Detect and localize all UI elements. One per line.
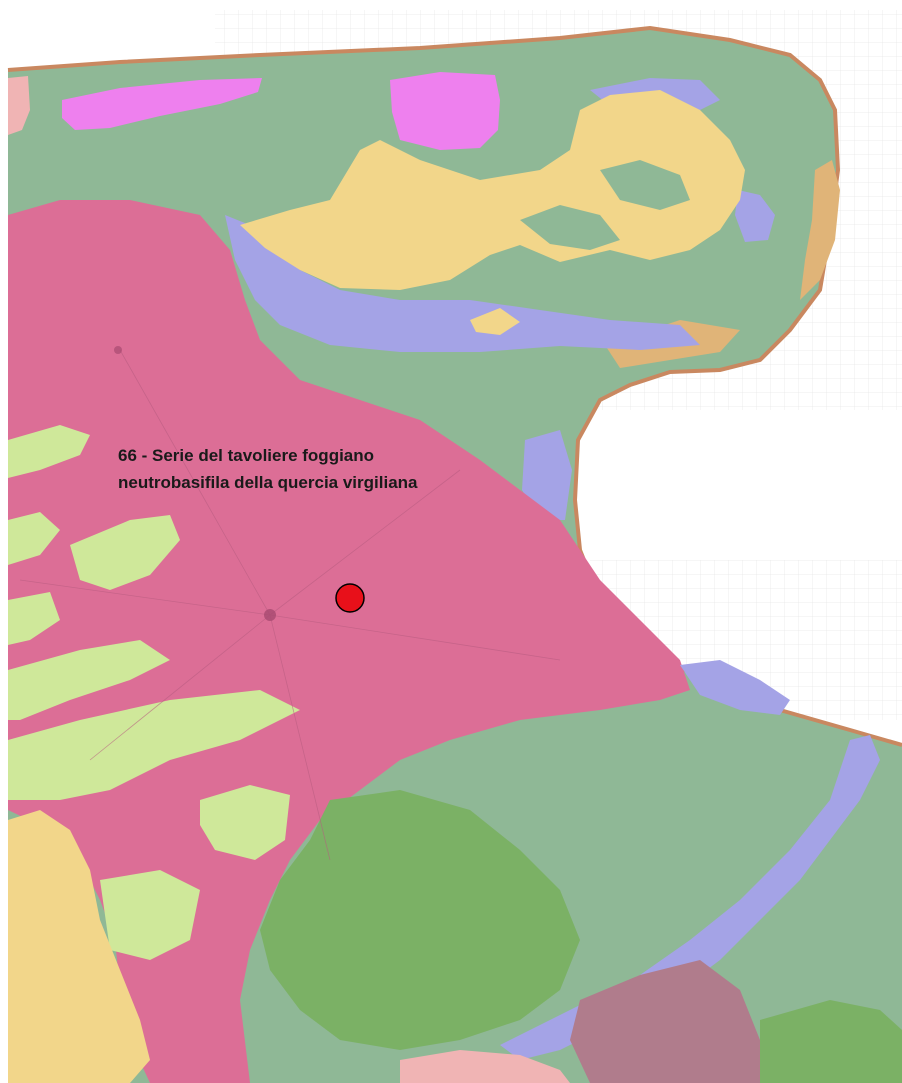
road-network — [19, 349, 561, 861]
magenta-patch-west — [62, 78, 262, 130]
salmon-corner-nw — [8, 76, 30, 135]
salmon-south — [400, 1050, 570, 1083]
mauve-southeast — [570, 960, 760, 1083]
lightgreen-finger-1 — [8, 425, 90, 478]
graygreen-island-gargano — [600, 160, 690, 210]
graygreen-island-gargano-2 — [520, 205, 620, 250]
label-line-2: neutrobasifila della quercia virgiliana — [118, 473, 418, 492]
town-marker-foggia — [264, 609, 276, 621]
vegetation-series-label: 66 - Serie del tavoliere foggiano neutro… — [118, 442, 417, 496]
lightgreen-patch-south — [200, 785, 290, 860]
green-corner-se — [760, 1000, 902, 1083]
town-marker-north — [114, 346, 122, 354]
yellow-strip-south — [470, 308, 520, 335]
lavender-patch-coast-south — [680, 660, 790, 715]
yellow-southwest — [8, 810, 150, 1083]
location-marker — [335, 583, 365, 613]
lightgreen-finger-2 — [8, 512, 60, 565]
lightgreen-finger-5 — [8, 640, 170, 720]
lightgreen-patch-southwest — [100, 870, 200, 960]
lavender-patch-gulf — [522, 430, 572, 520]
pink-tavoliere — [8, 200, 690, 1083]
lavender-band-gargano — [225, 215, 700, 352]
label-line-1: 66 - Serie del tavoliere foggiano — [118, 446, 375, 465]
lavender-river-east — [500, 735, 880, 1060]
coastal-strip-east — [800, 160, 840, 300]
lightgreen-finger-4 — [8, 592, 60, 645]
green-lowland-south — [260, 790, 580, 1050]
magenta-patch-north — [390, 72, 500, 150]
lightgreen-finger-3 — [70, 515, 180, 590]
lightgreen-finger-6 — [8, 690, 300, 800]
lavender-patch-east — [735, 190, 775, 242]
